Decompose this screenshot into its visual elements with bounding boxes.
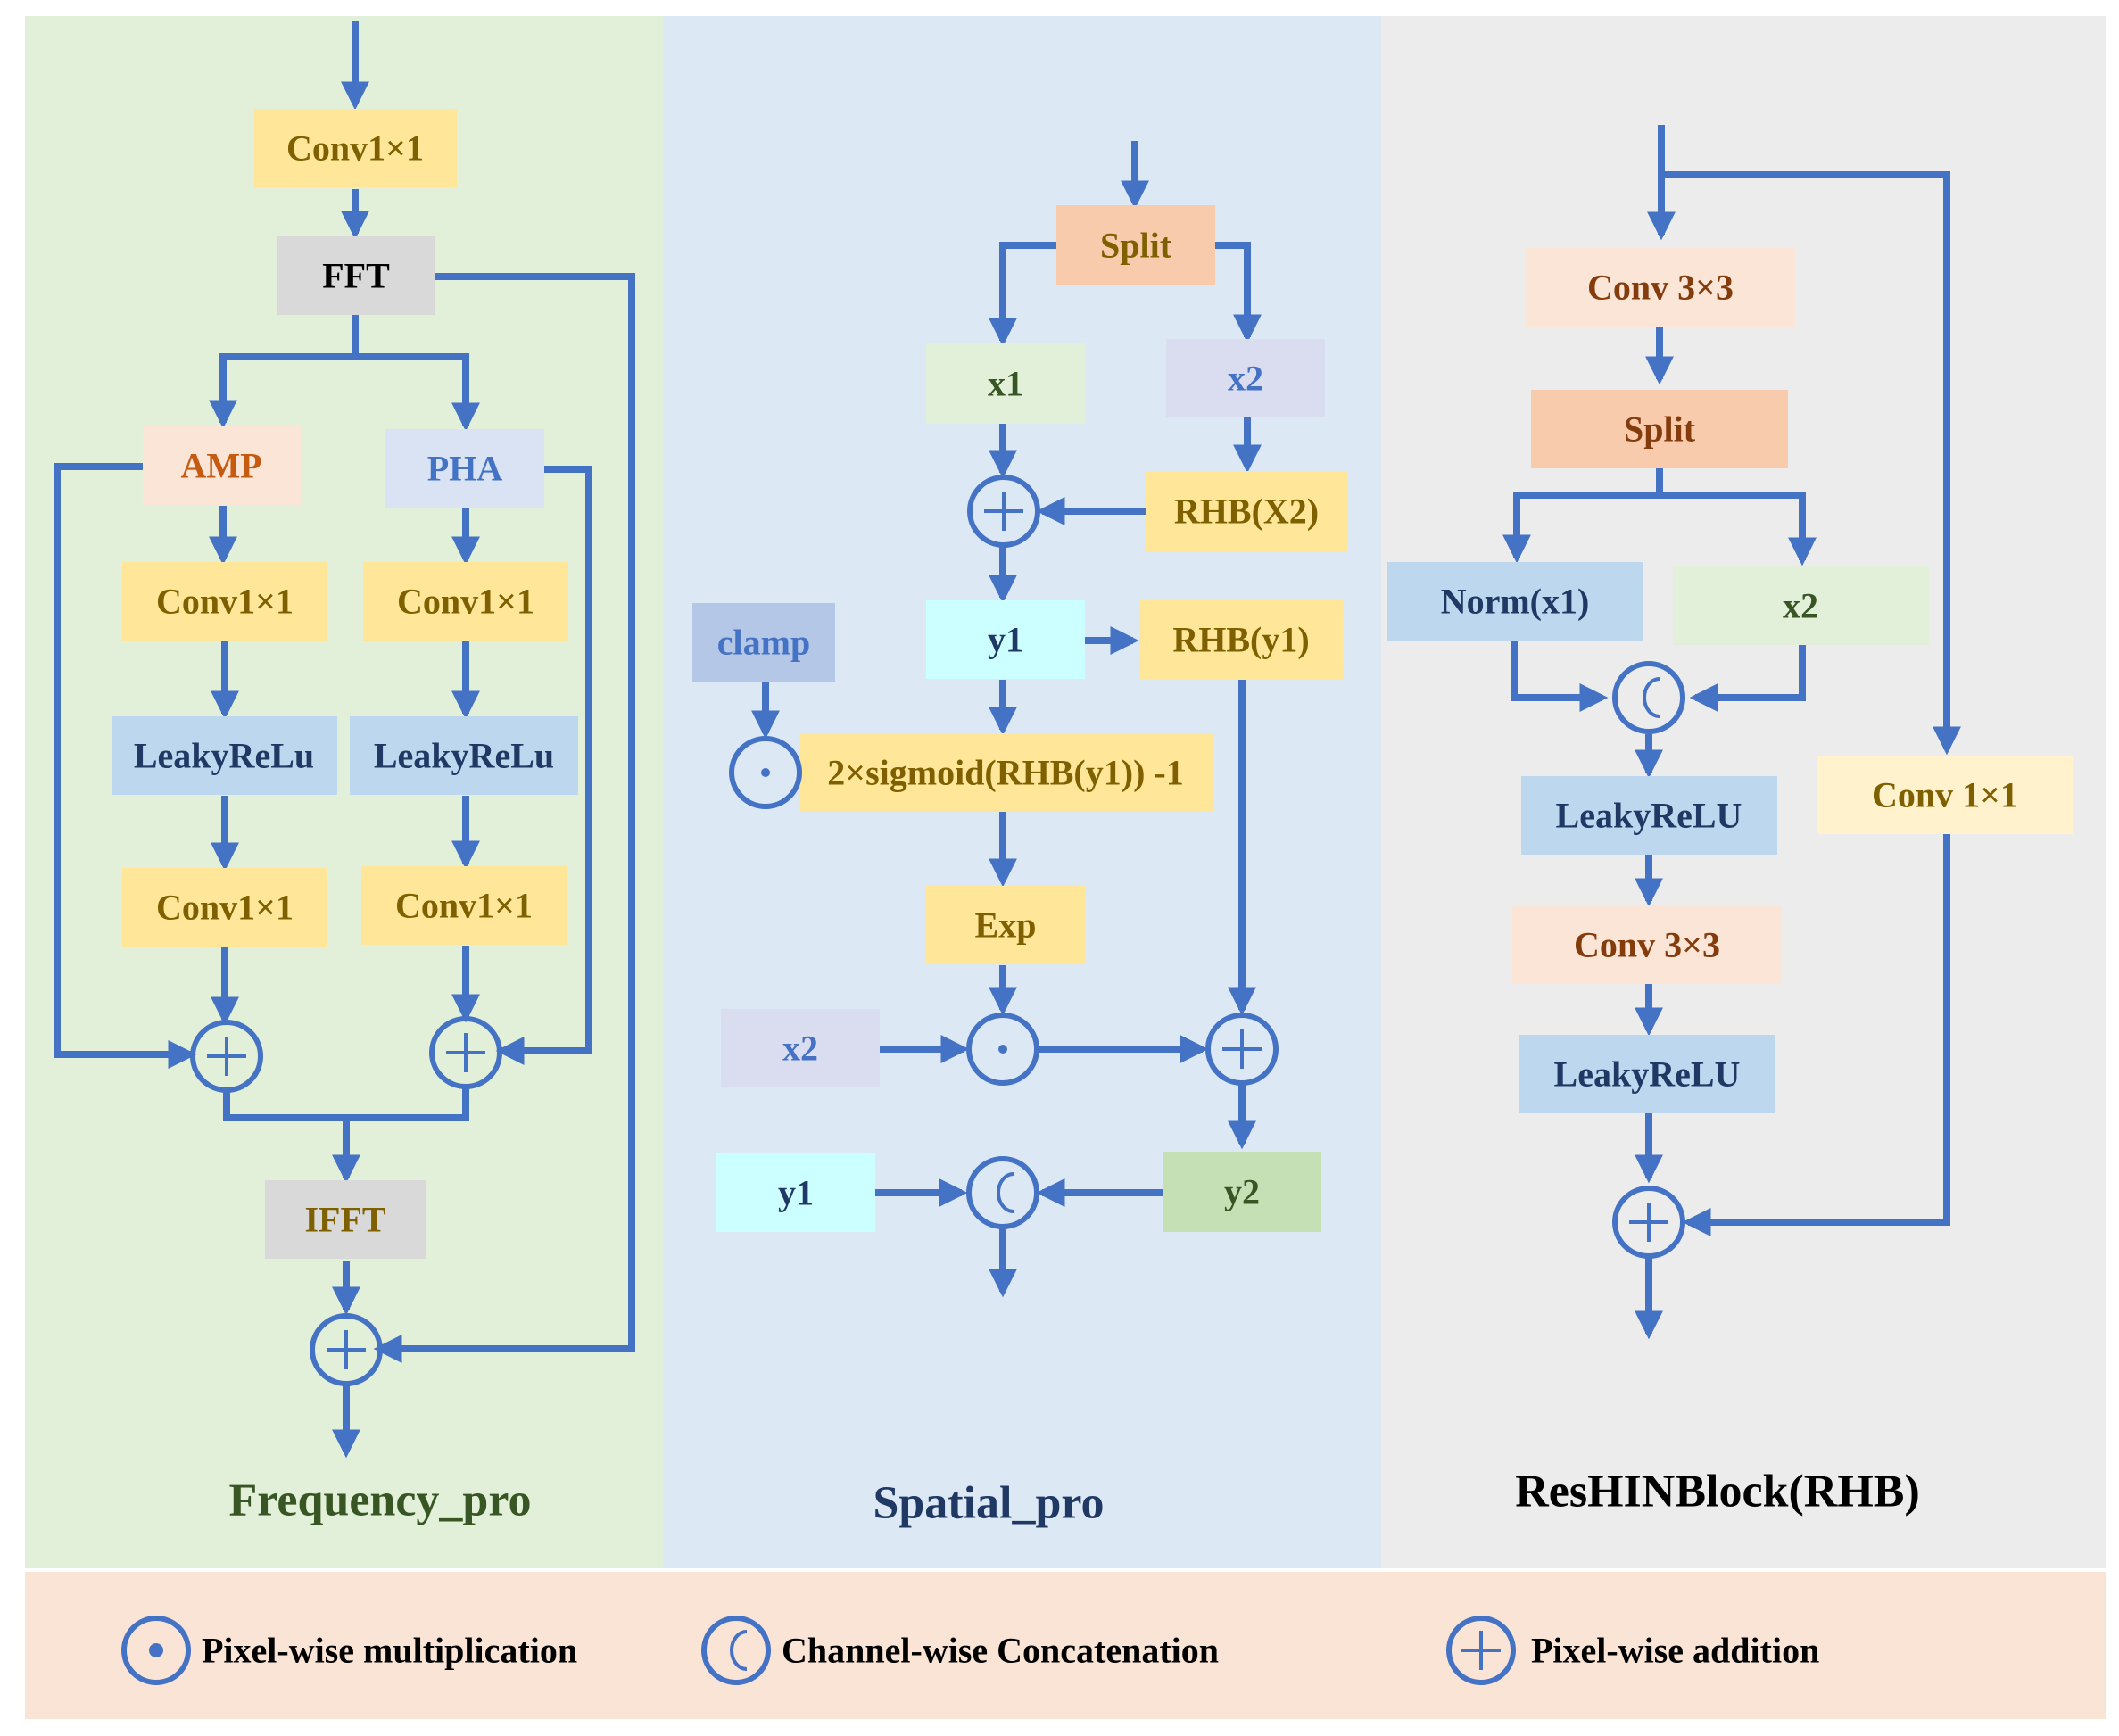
rhb-y1-label: RHB(y1) xyxy=(1172,620,1309,660)
pha-relu-box xyxy=(350,716,578,795)
pha-conv2-label: Conv1×1 xyxy=(395,886,533,926)
spatial-x2-label: x2 xyxy=(1228,359,1263,399)
legend-mult-label: Pixel-wise multiplication xyxy=(202,1631,577,1671)
spatial-clamp-mult-op xyxy=(729,736,802,809)
rhb-nodes: Conv 3×3 Split Norm(x1) x2 LeakyReLU Con… xyxy=(1387,248,2073,1517)
freq-add-amp-op xyxy=(190,1020,263,1093)
exp-box xyxy=(926,886,1085,964)
rhb-conv-b-label: Conv 3×3 xyxy=(1574,925,1720,965)
pha-box xyxy=(385,429,544,508)
freq-conv-in-box xyxy=(254,109,457,187)
spatial-y1-low-label: y1 xyxy=(778,1173,814,1213)
rhb-split-box xyxy=(1531,390,1788,468)
rhb-add-op xyxy=(1612,1186,1685,1259)
legend-concat-symbol xyxy=(701,1616,771,1685)
rhb-relu-a-label: LeakyReLU xyxy=(1556,796,1742,836)
rhb-conv-a-box xyxy=(1526,248,1795,327)
rhb-conv-a-label: Conv 3×3 xyxy=(1587,268,1734,308)
amp-relu-label: LeakyReLu xyxy=(134,736,314,776)
amp-conv1-box xyxy=(122,562,327,641)
rhb-x2-label: x2 xyxy=(1783,586,1818,626)
rhb-conv-b-box xyxy=(1512,905,1782,984)
freq-add-pha-op xyxy=(429,1016,502,1089)
spatial-y2-box xyxy=(1163,1152,1321,1232)
clamp-box xyxy=(692,603,835,682)
legend-mult-symbol xyxy=(121,1616,191,1685)
legend: Pixel-wise multiplication Channel-wise C… xyxy=(121,1616,1819,1685)
rhb-panel-title: ResHINBlock(RHB) xyxy=(1515,1467,1920,1517)
rhb-concat-op xyxy=(1612,661,1685,734)
frequency-nodes: Conv1×1 FFT AMP PHA Conv1×1 Conv1×1 Leak… xyxy=(112,109,578,1526)
fft-label: FFT xyxy=(322,256,390,296)
amp-conv2-box xyxy=(122,868,327,947)
ifft-box xyxy=(265,1180,426,1259)
frequency-panel-title: Frequency_pro xyxy=(229,1476,532,1526)
spatial-split-label: Split xyxy=(1100,226,1172,266)
rhb-y1-box xyxy=(1140,600,1343,679)
legend-add-label: Pixel-wise addition xyxy=(1531,1631,1819,1671)
rhb-norm-label: Norm(x1) xyxy=(1441,582,1590,622)
freq-add-out-op xyxy=(310,1313,383,1386)
ifft-label: IFFT xyxy=(304,1200,385,1240)
legend-add-symbol xyxy=(1446,1616,1516,1685)
rhb-norm-box xyxy=(1387,562,1643,641)
rhb-conv-skip-box xyxy=(1817,756,2073,834)
spatial-panel-title: Spatial_pro xyxy=(873,1478,1104,1529)
spatial-y2-label: y2 xyxy=(1224,1172,1260,1212)
spatial-add-x-op xyxy=(967,475,1040,548)
spatial-concat-op xyxy=(966,1156,1039,1229)
exp-label: Exp xyxy=(975,905,1037,946)
amp-box xyxy=(143,426,301,505)
pha-conv1-label: Conv1×1 xyxy=(397,582,534,622)
rhb-x2-box xyxy=(1146,471,1347,551)
spatial-y1-low-box xyxy=(716,1153,875,1232)
spatial-nodes: Split x1 x2 RHB(X2) y1 RHB(y1) clamp 2×s… xyxy=(692,205,1347,1529)
legend-concat-label: Channel-wise Concatenation xyxy=(782,1631,1219,1671)
rhb-x2-label: RHB(X2) xyxy=(1174,492,1319,532)
rhb-relu-b-label: LeakyReLU xyxy=(1554,1054,1741,1095)
spatial-x1-label: x1 xyxy=(988,364,1023,404)
pha-label: PHA xyxy=(427,449,503,489)
amp-conv2-label: Conv1×1 xyxy=(156,888,294,928)
pha-relu-label: LeakyReLu xyxy=(374,736,554,776)
rhb-relu-a-box xyxy=(1521,776,1777,855)
freq-conv-in-label: Conv1×1 xyxy=(286,128,424,169)
pha-conv1-box xyxy=(363,562,568,641)
rhb-split-label: Split xyxy=(1624,409,1696,450)
spatial-add-y-op xyxy=(1205,1013,1279,1086)
legend-panel xyxy=(25,1572,2106,1719)
connectors xyxy=(54,21,1961,1459)
spatial-x1-box xyxy=(926,343,1085,424)
amp-conv1-label: Conv1×1 xyxy=(156,582,294,622)
amp-label: AMP xyxy=(180,446,261,486)
pha-conv2-box xyxy=(361,866,567,945)
fft-box xyxy=(277,236,435,315)
clamp-label: clamp xyxy=(717,623,810,663)
spatial-x2-box xyxy=(1166,339,1325,417)
spatial-y1-label: y1 xyxy=(988,620,1023,660)
sigmoid-label: 2×sigmoid(RHB(y1)) -1 xyxy=(827,753,1183,793)
sigmoid-box xyxy=(799,733,1213,812)
rhb-relu-b-box xyxy=(1519,1035,1775,1113)
rhb-x2-box xyxy=(1673,566,1929,645)
spatial-y1-box xyxy=(926,600,1085,679)
rhb-conv-skip-label: Conv 1×1 xyxy=(1872,775,2018,815)
spatial-x2-low-label: x2 xyxy=(782,1029,818,1069)
spatial-mult-op xyxy=(966,1013,1039,1086)
spatial-x2-low-box xyxy=(721,1009,880,1087)
spatial-split-box xyxy=(1056,205,1215,285)
amp-relu-box xyxy=(112,716,337,795)
